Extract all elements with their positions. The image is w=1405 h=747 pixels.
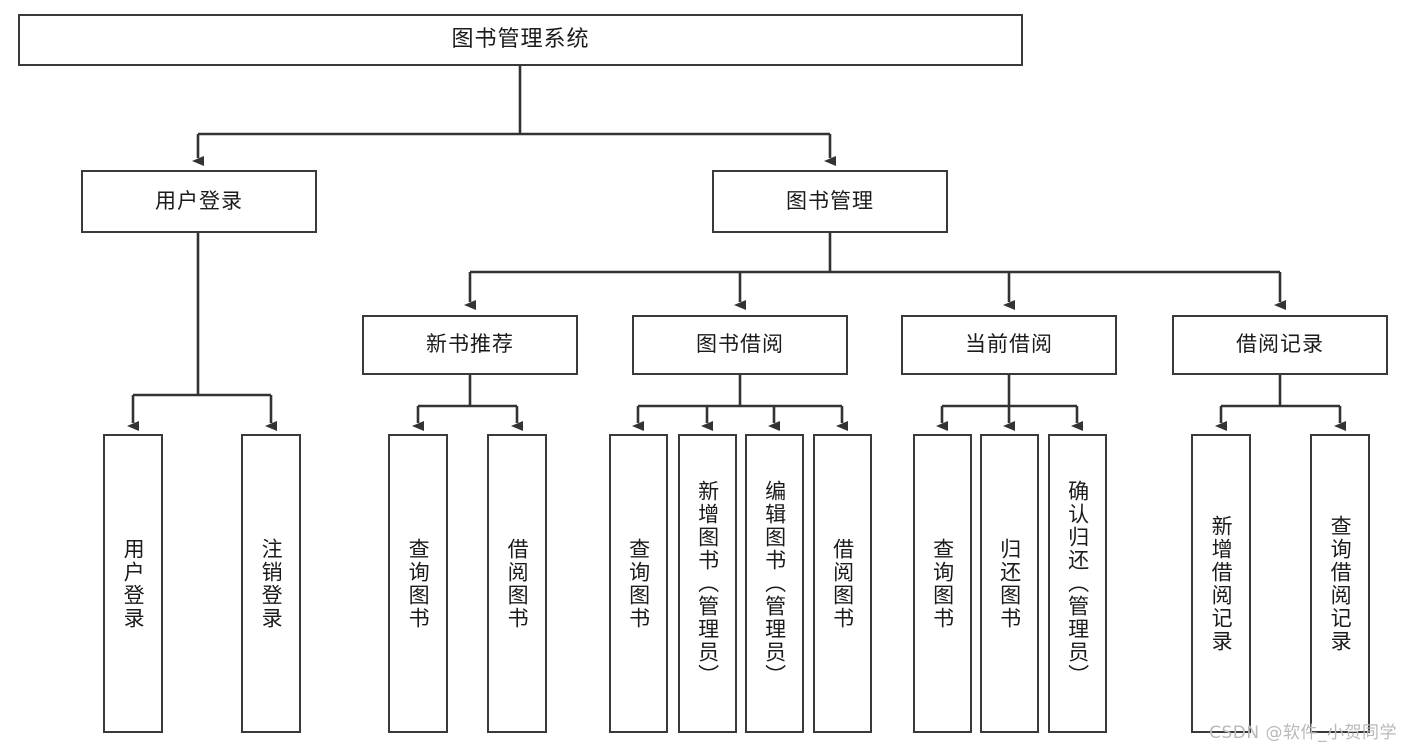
leaf-record-add-borrow-record[interactable]: 新增借阅记录	[1191, 434, 1251, 733]
node-book-management[interactable]: 图书管理	[712, 170, 948, 233]
leaf-user-login-logout[interactable]: 注销登录	[241, 434, 301, 733]
leaf-record-query-borrow-record[interactable]: 查询借阅记录	[1310, 434, 1370, 733]
csdn-watermark: CSDN @软件_小贺同学	[1209, 723, 1397, 743]
node-user-login[interactable]: 用户登录	[81, 170, 317, 233]
leaf-recommend-borrow-book[interactable]: 借阅图书	[487, 434, 547, 733]
leaf-borrow-query-book[interactable]: 查询图书	[609, 434, 668, 733]
leaf-user-login-login[interactable]: 用户登录	[103, 434, 163, 733]
node-current-borrow[interactable]: 当前借阅	[901, 315, 1117, 375]
leaf-recommend-query-book[interactable]: 查询图书	[388, 434, 448, 733]
leaf-current-return-book[interactable]: 归还图书	[980, 434, 1039, 733]
leaf-borrow-borrow-book[interactable]: 借阅图书	[813, 434, 872, 733]
leaf-borrow-edit-book-admin[interactable]: 编辑图书（管理员）	[745, 434, 804, 733]
leaf-borrow-add-book-admin[interactable]: 新增图书（管理员）	[678, 434, 737, 733]
leaf-current-confirm-return-admin[interactable]: 确认归还（管理员）	[1048, 434, 1107, 733]
node-root-book-management-system[interactable]: 图书管理系统	[18, 14, 1023, 66]
node-borrow-record[interactable]: 借阅记录	[1172, 315, 1388, 375]
leaf-current-query-book[interactable]: 查询图书	[913, 434, 972, 733]
node-new-book-recommend[interactable]: 新书推荐	[362, 315, 578, 375]
node-book-borrow[interactable]: 图书借阅	[632, 315, 848, 375]
